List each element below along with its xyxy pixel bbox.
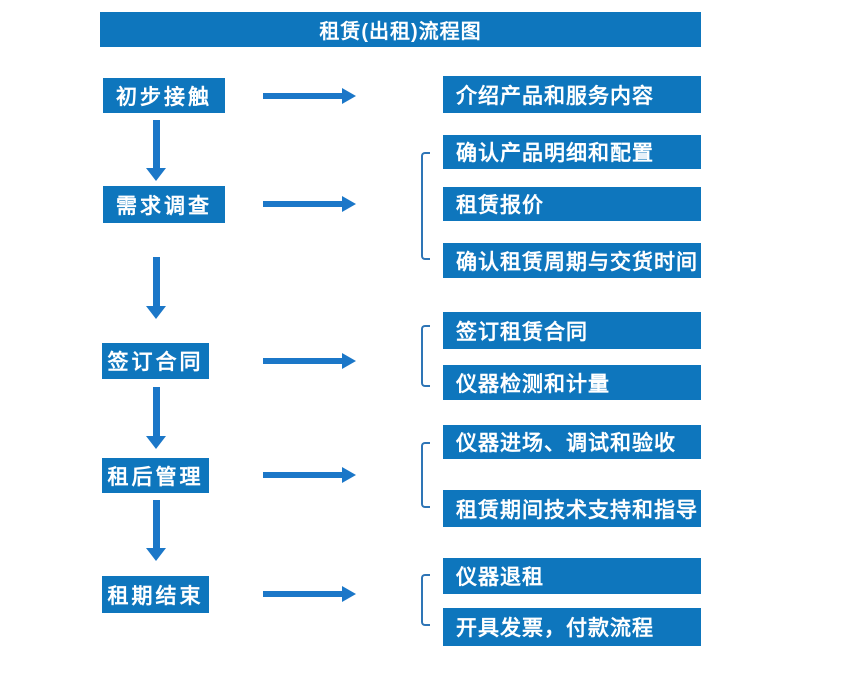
arrow-down-3	[146, 387, 167, 449]
arrow-right-3	[263, 353, 356, 369]
arrow-down-1	[146, 120, 167, 181]
arrow-down-4	[146, 500, 167, 561]
step-label: 租期结束	[107, 584, 204, 608]
step-box-demand-survey: 需求调查	[103, 186, 225, 223]
detail-box-instrument-setup-acceptance: 仪器进场、调试和验收	[443, 425, 701, 459]
step-label: 签订合同	[107, 351, 204, 374]
step-label: 需求调查	[116, 194, 212, 218]
arrow-line	[263, 472, 342, 478]
detail-label: 确认产品明细和配置	[456, 142, 654, 165]
arrow-line	[153, 257, 160, 306]
arrow-line	[263, 93, 342, 99]
detail-box-confirm-rental-period: 确认租赁周期与交货时间	[443, 243, 701, 278]
detail-label: 签订租赁合同	[456, 320, 588, 344]
detail-box-confirm-product-details: 确认产品明细和配置	[443, 135, 701, 169]
bracket-sign-contract-group	[421, 325, 430, 387]
detail-box-technical-support: 租赁期间技术支持和指导	[443, 490, 701, 527]
step-box-initial-contact: 初步接触	[103, 78, 225, 113]
title-bar: 租赁(出租)流程图	[100, 12, 701, 47]
step-label: 租后管理	[107, 465, 204, 489]
arrow-head	[146, 168, 166, 181]
arrow-head	[342, 88, 356, 104]
step-box-sign-contract: 签订合同	[102, 343, 209, 379]
detail-box-invoicing-payment: 开具发票，付款流程	[443, 608, 701, 646]
bracket-post-rental-group	[421, 442, 430, 508]
bracket-rental-end-group	[421, 574, 430, 626]
arrow-head	[342, 467, 356, 483]
detail-label: 仪器检测和计量	[456, 372, 610, 396]
arrow-head	[342, 586, 356, 602]
detail-label: 介绍产品和服务内容	[456, 84, 654, 108]
detail-box-introduce-products: 介绍产品和服务内容	[443, 76, 701, 113]
arrow-right-4	[263, 467, 356, 483]
arrow-right-5	[263, 586, 356, 602]
arrow-right-1	[263, 88, 356, 104]
arrow-line	[263, 201, 342, 207]
page-title: 租赁(出租)流程图	[319, 21, 482, 43]
arrow-head	[342, 353, 356, 369]
arrow-head	[146, 548, 166, 561]
detail-label: 确认租赁周期与交货时间	[456, 250, 698, 274]
detail-label: 仪器退租	[456, 566, 544, 589]
detail-label: 开具发票，付款流程	[456, 617, 654, 640]
step-box-post-rental-management: 租后管理	[102, 458, 209, 493]
detail-label: 租赁报价	[456, 194, 544, 217]
arrow-right-2	[263, 196, 356, 212]
detail-box-rental-quotation: 租赁报价	[443, 187, 701, 221]
detail-label: 租赁期间技术支持和指导	[456, 498, 698, 522]
arrow-line	[153, 120, 160, 168]
bracket-demand-survey-group	[421, 152, 430, 260]
arrow-down-2	[146, 257, 167, 319]
arrow-line	[153, 387, 160, 436]
arrow-line	[263, 358, 342, 364]
detail-box-sign-rental-contract: 签订租赁合同	[443, 312, 701, 349]
detail-label: 仪器进场、调试和验收	[456, 432, 676, 455]
step-box-rental-end: 租期结束	[102, 576, 209, 613]
detail-box-instrument-testing: 仪器检测和计量	[443, 365, 701, 400]
arrow-head	[146, 436, 166, 449]
arrow-head	[342, 196, 356, 212]
arrow-line	[153, 500, 160, 548]
arrow-head	[146, 306, 166, 319]
detail-box-instrument-return: 仪器退租	[443, 558, 701, 594]
step-label: 初步接触	[116, 85, 212, 109]
arrow-line	[263, 591, 342, 597]
